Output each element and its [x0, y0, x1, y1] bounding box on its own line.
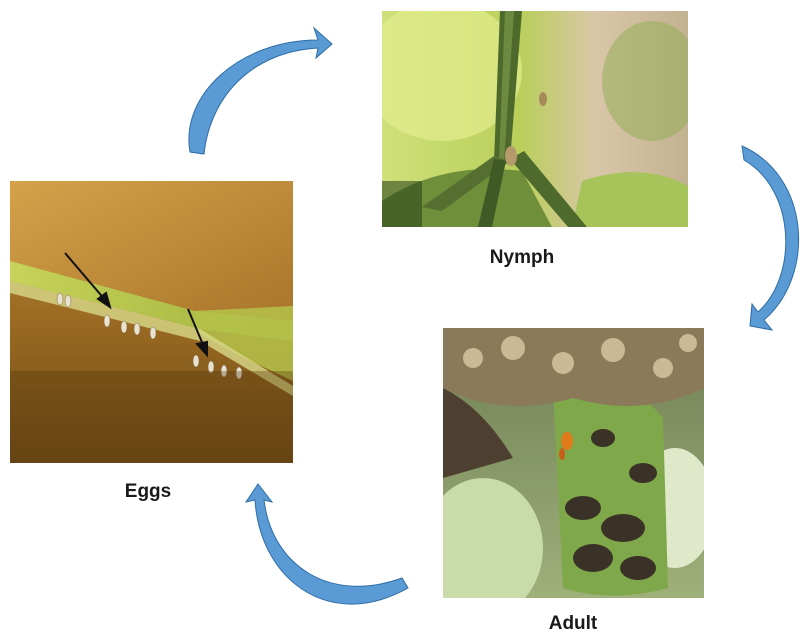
arrow-nymph-to-adult [742, 146, 799, 330]
nymph-photo [382, 11, 688, 227]
eggs-label: Eggs [118, 481, 178, 503]
arrow-eggs-to-nymph [189, 28, 332, 154]
nymph-label: Nymph [477, 247, 567, 269]
eggs-photo [10, 181, 293, 463]
adult-label: Adult [533, 613, 613, 635]
arrow-adult-to-eggs [246, 484, 408, 604]
adult-photo [443, 328, 704, 598]
